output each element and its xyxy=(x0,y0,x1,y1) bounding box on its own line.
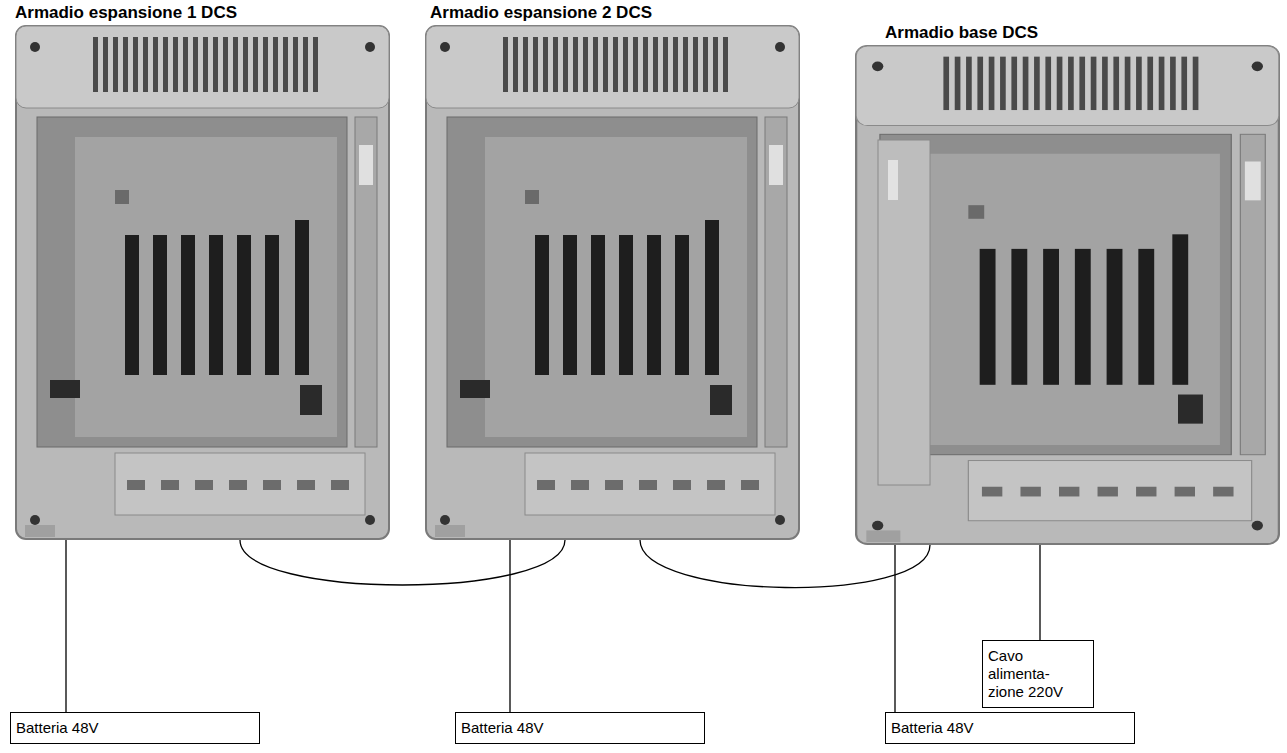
box-text: Batteria 48V xyxy=(891,719,1129,737)
cabinet: Armadio espansione 1 DCS xyxy=(15,25,390,540)
cabinet-title: Armadio base DCS xyxy=(885,23,1038,43)
cabinet-title: Armadio espansione 2 DCS xyxy=(430,3,652,23)
leader-line xyxy=(65,540,66,712)
connection-cable xyxy=(640,540,930,588)
cabinet-title: Armadio espansione 1 DCS xyxy=(15,3,237,23)
leader-line xyxy=(1039,545,1040,640)
label-box: Cavo alimenta- zione 220V xyxy=(982,640,1094,708)
connection-cable xyxy=(240,540,565,585)
leader-line xyxy=(509,540,510,712)
box-text: Batteria 48V xyxy=(461,719,699,737)
label-box: Batteria 48V xyxy=(10,712,260,744)
box-text: Cavo alimenta- zione 220V xyxy=(988,647,1088,701)
cabinet: Armadio base DCS xyxy=(855,45,1280,545)
label-box: Batteria 48V xyxy=(885,712,1135,744)
label-box: Batteria 48V xyxy=(455,712,705,744)
leader-line xyxy=(894,545,895,712)
box-text: Batteria 48V xyxy=(16,719,254,737)
cabinet: Armadio espansione 2 DCS xyxy=(425,25,800,540)
